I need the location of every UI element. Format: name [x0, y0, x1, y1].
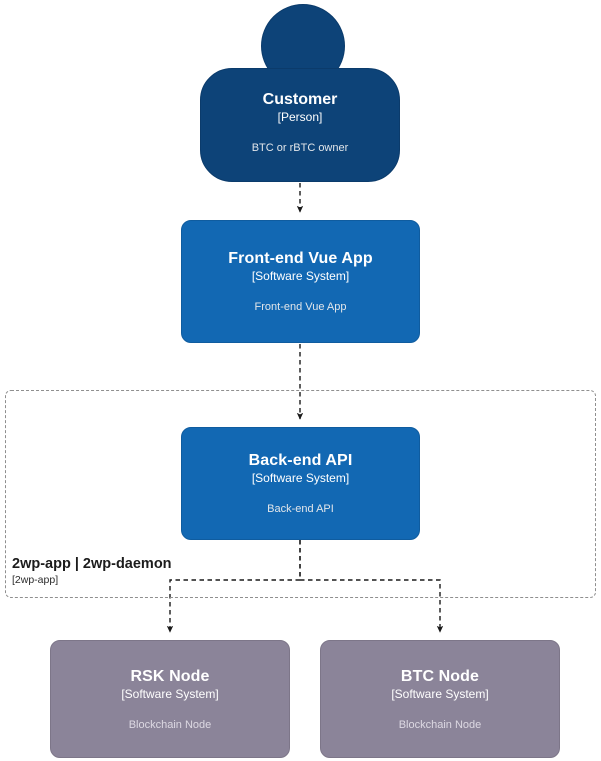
rsk-node-type: [Software System]	[121, 686, 219, 701]
node-rsk-node[interactable]: RSK Node [Software System] Blockchain No…	[50, 640, 290, 758]
frontend-title: Front-end Vue App	[228, 250, 373, 267]
node-frontend-vue-app[interactable]: Front-end Vue App [Software System] Fron…	[181, 220, 420, 343]
btc-node-type: [Software System]	[391, 686, 489, 701]
backend-title: Back-end API	[248, 452, 353, 469]
rsk-node-title: RSK Node	[130, 667, 210, 685]
backend-type: [Software System]	[251, 471, 350, 485]
boundary-2wp-app	[5, 390, 596, 598]
node-backend-api[interactable]: Back-end API [Software System] Back-end …	[181, 427, 420, 540]
customer-labels: Customer [Person] BTC or rBTC owner	[200, 90, 400, 170]
node-btc-node[interactable]: BTC Node [Software System] Blockchain No…	[320, 640, 560, 758]
customer-description: BTC or rBTC owner	[251, 142, 349, 154]
boundary-type: [2wp-app]	[12, 574, 59, 586]
btc-node-title: BTC Node	[400, 667, 480, 685]
boundary-label: 2wp-app | 2wp-daemon [2wp-app]	[12, 555, 332, 587]
frontend-type: [Software System]	[251, 269, 350, 283]
customer-title: Customer	[262, 91, 338, 108]
backend-description: Back-end API	[267, 503, 334, 515]
customer-type: [Person]	[277, 110, 323, 124]
rsk-node-description: Blockchain Node	[128, 718, 212, 731]
frontend-description: Front-end Vue App	[254, 301, 347, 313]
btc-node-description: Blockchain Node	[398, 718, 482, 731]
boundary-title: 2wp-app | 2wp-daemon	[12, 556, 172, 572]
customer-body-shape	[200, 68, 400, 182]
